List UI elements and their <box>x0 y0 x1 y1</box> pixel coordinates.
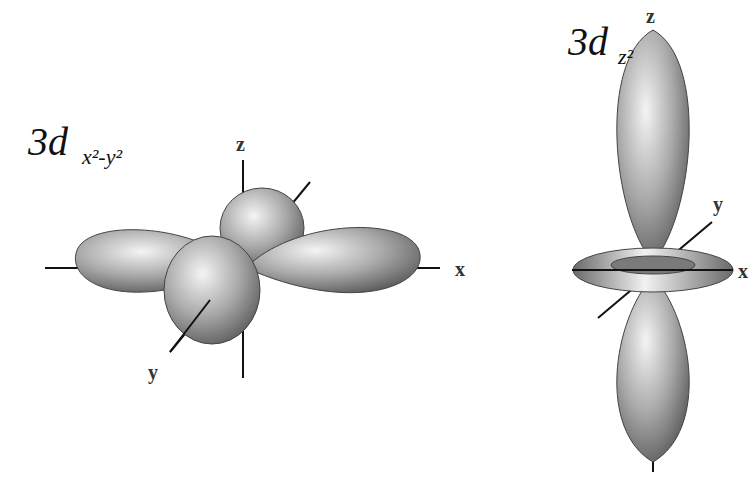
y-axis-front <box>170 300 210 352</box>
x-axis <box>572 269 733 271</box>
orbital-name: 3d <box>568 22 608 62</box>
orbital-subscript: x²-y² <box>82 146 122 168</box>
axis-label: x <box>738 261 748 281</box>
dz2-orbital <box>572 30 733 472</box>
torus-hole <box>611 256 695 274</box>
axis-label: y <box>148 362 158 382</box>
axis-label: z <box>646 6 655 26</box>
dx2y2-orbital <box>45 160 440 378</box>
orbital-name: 3d <box>28 122 68 162</box>
front-lobe <box>164 236 260 344</box>
orbital-subscript: z² <box>618 46 633 68</box>
axis-label: y <box>713 194 723 214</box>
axis-label: z <box>236 134 245 154</box>
top-lobe <box>617 30 689 262</box>
axis-label: x <box>455 259 465 279</box>
bottom-lobe <box>617 276 689 462</box>
right-lobe <box>246 228 420 293</box>
torus <box>573 248 733 292</box>
